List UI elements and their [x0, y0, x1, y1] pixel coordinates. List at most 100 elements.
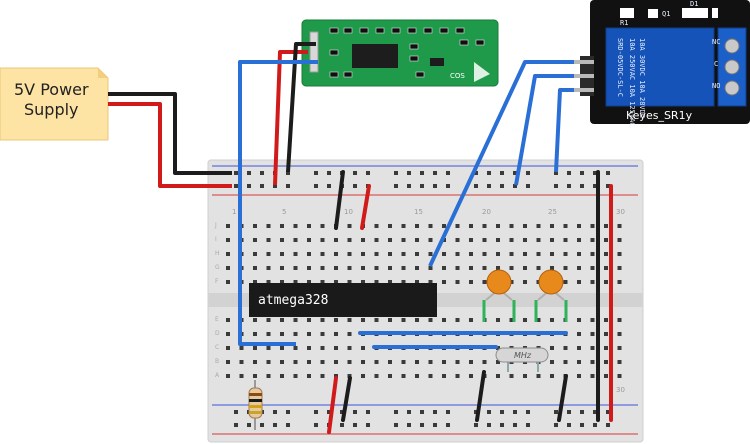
- breadboard-hole: [388, 360, 392, 364]
- breadboard-hole: [496, 224, 500, 228]
- breadboard-hole: [523, 238, 527, 242]
- breadboard-hole: [496, 238, 500, 242]
- breadboard-hole: [577, 266, 581, 270]
- terminal-screw-c: [724, 59, 740, 75]
- breadboard-hole: [334, 360, 338, 364]
- breadboard-hole: [307, 360, 311, 364]
- breadboard-hole: [442, 318, 446, 322]
- breadboard-hole: [482, 360, 487, 364]
- column-number: 10: [344, 208, 353, 216]
- relay-rating-2: 10A 250VAC 10A 125VAC: [628, 38, 636, 127]
- breadboard-hole: [226, 238, 230, 242]
- breadboard-hole: [253, 252, 257, 256]
- breadboard-hole: [509, 224, 514, 228]
- breadboard-hole: [307, 266, 311, 270]
- breadboard-hole: [496, 318, 500, 322]
- breadboard-hole: [415, 318, 419, 322]
- breadboard-hole: [388, 252, 392, 256]
- relay-body: [605, 27, 715, 107]
- breadboard-hole: [604, 374, 608, 378]
- breadboard-hole: [388, 280, 392, 284]
- breadboard-hole: [428, 252, 433, 256]
- breadboard-hole: [247, 184, 251, 188]
- breadboard-hole: [334, 252, 338, 256]
- breadboard-hole: [580, 423, 584, 427]
- relay-diode-band: [708, 8, 712, 18]
- relay-rating-3: 10A 30VDC 10A 28VDC: [638, 38, 646, 118]
- breadboard-hole: [401, 360, 406, 364]
- breadboard-hole: [320, 374, 325, 378]
- breadboard-hole: [388, 238, 392, 242]
- resistor-band: [249, 399, 262, 402]
- wire-bottom-gnd-1: [341, 376, 352, 422]
- relay-transistor: [648, 9, 658, 18]
- breadboard-hole: [606, 184, 610, 188]
- breadboard-hole: [266, 346, 271, 350]
- breadboard-hole: [234, 184, 238, 188]
- breadboard-hole: [606, 171, 610, 175]
- breadboard-hole: [446, 171, 450, 175]
- sensor-smd-parts: [329, 27, 485, 78]
- relay-label: Keyes_SR1y: [626, 109, 693, 122]
- breadboard-hole: [415, 252, 419, 256]
- breadboard-hole: [554, 423, 558, 427]
- breadboard-hole: [446, 184, 450, 188]
- smd-component: [455, 27, 465, 34]
- breadboard-hole: [500, 184, 504, 188]
- breadboard-hole: [469, 360, 473, 364]
- breadboard-hole: [455, 280, 460, 284]
- breadboard-hole: [567, 410, 571, 414]
- breadboard-hole: [428, 238, 433, 242]
- breadboard-hole: [563, 266, 568, 270]
- breadboard-hole: [353, 184, 357, 188]
- breadboard-hole: [253, 374, 257, 378]
- column-number: 30: [616, 386, 625, 394]
- breadboard-hole: [590, 360, 595, 364]
- breadboard-hole: [455, 238, 460, 242]
- breadboard-hole: [604, 318, 608, 322]
- power-supply-note: 5V Power Supply: [0, 67, 109, 141]
- breadboard-hole: [526, 423, 530, 427]
- breadboard-hole: [509, 252, 514, 256]
- breadboard-hole: [617, 266, 622, 270]
- breadboard-hole: [577, 224, 581, 228]
- breadboard-hole: [563, 280, 568, 284]
- terminal-screw-no: [724, 80, 740, 96]
- breadboard-hole: [320, 346, 325, 350]
- breadboard-hole: [420, 423, 424, 427]
- sensor-ic: [352, 44, 398, 68]
- breadboard-hole: [280, 266, 284, 270]
- breadboard-hole: [388, 266, 392, 270]
- smd-component: [343, 71, 353, 78]
- breadboard-hole: [286, 410, 290, 414]
- capacitors: [482, 269, 568, 322]
- breadboard-hole: [394, 184, 398, 188]
- column-number: 1: [232, 208, 236, 216]
- breadboard-hole: [286, 184, 290, 188]
- resistor-band: [249, 393, 262, 396]
- terminal-nc-label: NC: [712, 38, 720, 46]
- breadboard-hole: [260, 423, 264, 427]
- breadboard-hole: [280, 252, 284, 256]
- breadboard-hole: [266, 360, 271, 364]
- breadboard-hole: [428, 224, 433, 228]
- sensor-small-ic: [430, 58, 444, 66]
- breadboard-hole: [401, 238, 406, 242]
- row-letter: H: [215, 250, 220, 257]
- breadboard-hole: [226, 360, 230, 364]
- breadboard-hole: [590, 238, 595, 242]
- breadboard-hole: [617, 360, 622, 364]
- breadboard-hole: [394, 423, 398, 427]
- breadboard-hole: [353, 171, 357, 175]
- breadboard-hole: [442, 224, 446, 228]
- breadboard-hole: [340, 410, 344, 414]
- breadboard-hole: [320, 224, 325, 228]
- breadboard-hole: [604, 346, 608, 350]
- breadboard-hole: [334, 346, 338, 350]
- atmega-chip: atmega328: [249, 283, 437, 317]
- breadboard-hole: [523, 318, 527, 322]
- breadboard-hole: [407, 184, 411, 188]
- breadboard-hole: [536, 318, 541, 322]
- breadboard-hole: [407, 423, 411, 427]
- breadboard-hole: [307, 280, 311, 284]
